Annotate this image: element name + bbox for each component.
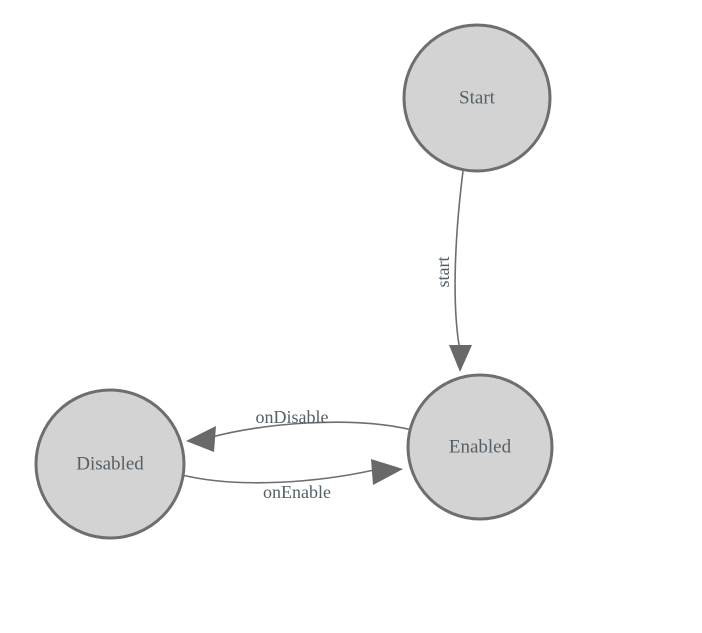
edge-enabled-to-disabled-path bbox=[211, 421, 413, 438]
state-node-enabled-circle bbox=[406, 373, 554, 521]
edge-label-onenable: onEnable bbox=[263, 482, 331, 502]
state-node-start[interactable]: Start bbox=[402, 23, 552, 173]
state-node-disabled-circle bbox=[34, 388, 186, 540]
state-node-start-label: Start bbox=[459, 87, 496, 108]
edge-start-to-enabled[interactable]: start bbox=[433, 170, 472, 372]
edge-start-to-enabled-path bbox=[454, 170, 464, 346]
edge-disabled-to-enabled[interactable]: onEnable bbox=[181, 459, 403, 502]
edge-label-ondisable: onDisable bbox=[256, 407, 329, 427]
edge-label-start: start bbox=[433, 257, 453, 288]
edge-enabled-to-disabled[interactable]: onDisable bbox=[186, 407, 413, 452]
arrowhead-icon-enabled-to-disabled bbox=[186, 426, 216, 452]
state-node-disabled[interactable]: Disabled bbox=[34, 388, 186, 540]
edge-disabled-to-enabled-path bbox=[181, 469, 375, 484]
arrowhead-icon-start-to-enabled bbox=[449, 345, 472, 372]
state-node-enabled[interactable]: Enabled bbox=[406, 373, 554, 521]
arrowhead-icon-disabled-to-enabled bbox=[371, 459, 403, 485]
state-node-disabled-label: Disabled bbox=[76, 453, 144, 474]
state-node-start-circle bbox=[402, 23, 552, 173]
state-node-enabled-label: Enabled bbox=[449, 436, 512, 457]
